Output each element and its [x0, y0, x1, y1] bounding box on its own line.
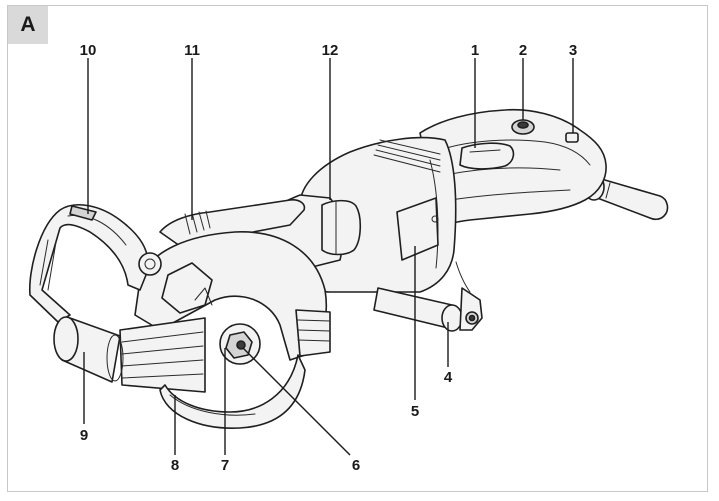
callout-labels: 1 2 3 4 5 6 7 8 9 10 11 12: [80, 42, 578, 474]
callout-11: 11: [184, 42, 200, 59]
callout-8: 8: [171, 457, 179, 474]
cutting-disc: [159, 354, 306, 429]
callout-3: 3: [569, 42, 577, 59]
leader-6: [242, 347, 351, 456]
callout-6: 6: [352, 457, 360, 474]
flange-nut: [219, 323, 261, 365]
callout-10: 10: [80, 42, 97, 59]
callout-12: 12: [322, 42, 339, 59]
blade-guard: [119, 231, 331, 393]
callout-7: 7: [221, 457, 229, 474]
main-handle: [419, 108, 607, 229]
panel-label: A: [20, 13, 36, 36]
callout-9: 9: [80, 427, 88, 444]
callout-1: 1: [471, 42, 479, 59]
callout-4: 4: [444, 369, 453, 386]
callout-2: 2: [519, 42, 527, 59]
front-roller: [53, 316, 124, 383]
rear-roller: [373, 261, 483, 332]
front-handle: [29, 204, 162, 323]
leader-lines: [83, 58, 574, 456]
callout-5: 5: [411, 403, 419, 420]
panel-label-badge: A: [8, 6, 48, 44]
